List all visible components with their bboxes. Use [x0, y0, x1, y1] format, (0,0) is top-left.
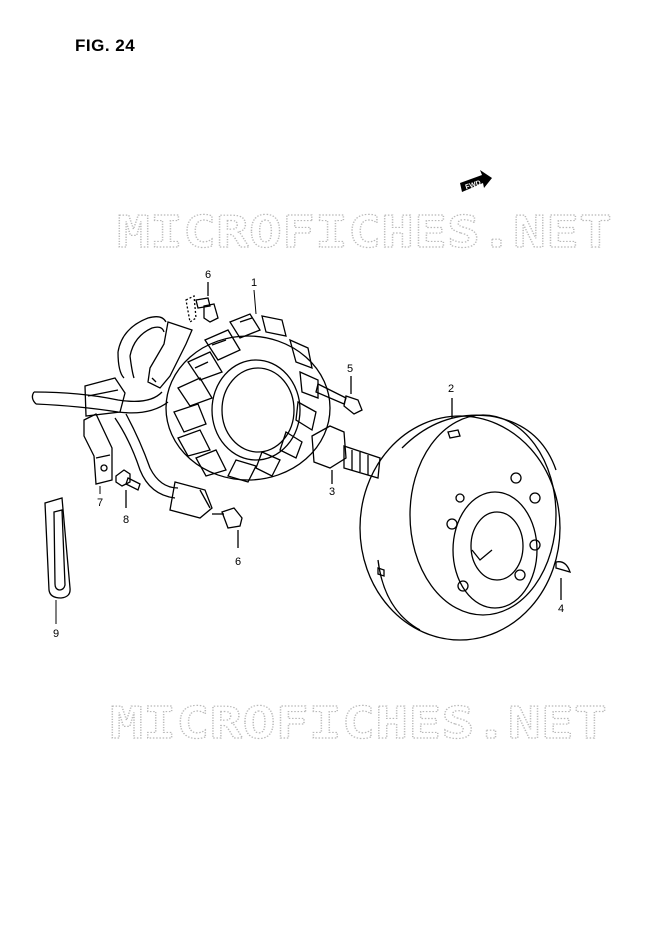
callout-6-top: 6	[205, 269, 211, 281]
figure-title: FIG. 24	[75, 36, 136, 55]
wire-harness	[31, 316, 213, 519]
svg-text:MICROFICHES.NET: MICROFICHES.NET	[110, 698, 607, 749]
callout-3: 3	[329, 486, 335, 498]
fwd-label: FWD	[465, 180, 482, 192]
callout-4: 4	[558, 603, 564, 615]
stator-coil	[165, 313, 331, 483]
screw-bottom	[212, 507, 243, 548]
fwd-arrow-icon: FWD	[460, 170, 492, 192]
callout-9: 9	[53, 628, 59, 640]
callout-2: 2	[448, 383, 454, 395]
stator-bolt	[315, 376, 363, 415]
watermark-bottom: MICROFICHES.NET	[109, 697, 607, 749]
lead-wire-clamp	[83, 413, 113, 485]
screw-top	[185, 282, 219, 324]
wire-band	[44, 497, 71, 599]
leader-lines	[55, 289, 257, 624]
woodruff-key	[555, 561, 572, 600]
svg-text:MICROFICHES.NET: MICROFICHES.NET	[117, 207, 612, 258]
rotor-bolt	[311, 425, 381, 484]
callout-7: 7	[97, 497, 103, 509]
callout-8: 8	[123, 514, 129, 526]
rotor-flywheel	[359, 398, 561, 641]
callout-labels: 1 2 3 4 5 6 6 7 8 9	[53, 269, 564, 640]
callout-1: 1	[251, 277, 257, 289]
callout-5: 5	[347, 363, 353, 375]
watermark-top: MICROFICHES.NET	[116, 206, 612, 258]
clamp-bolt	[115, 469, 141, 508]
callout-6-bottom: 6	[235, 556, 241, 568]
